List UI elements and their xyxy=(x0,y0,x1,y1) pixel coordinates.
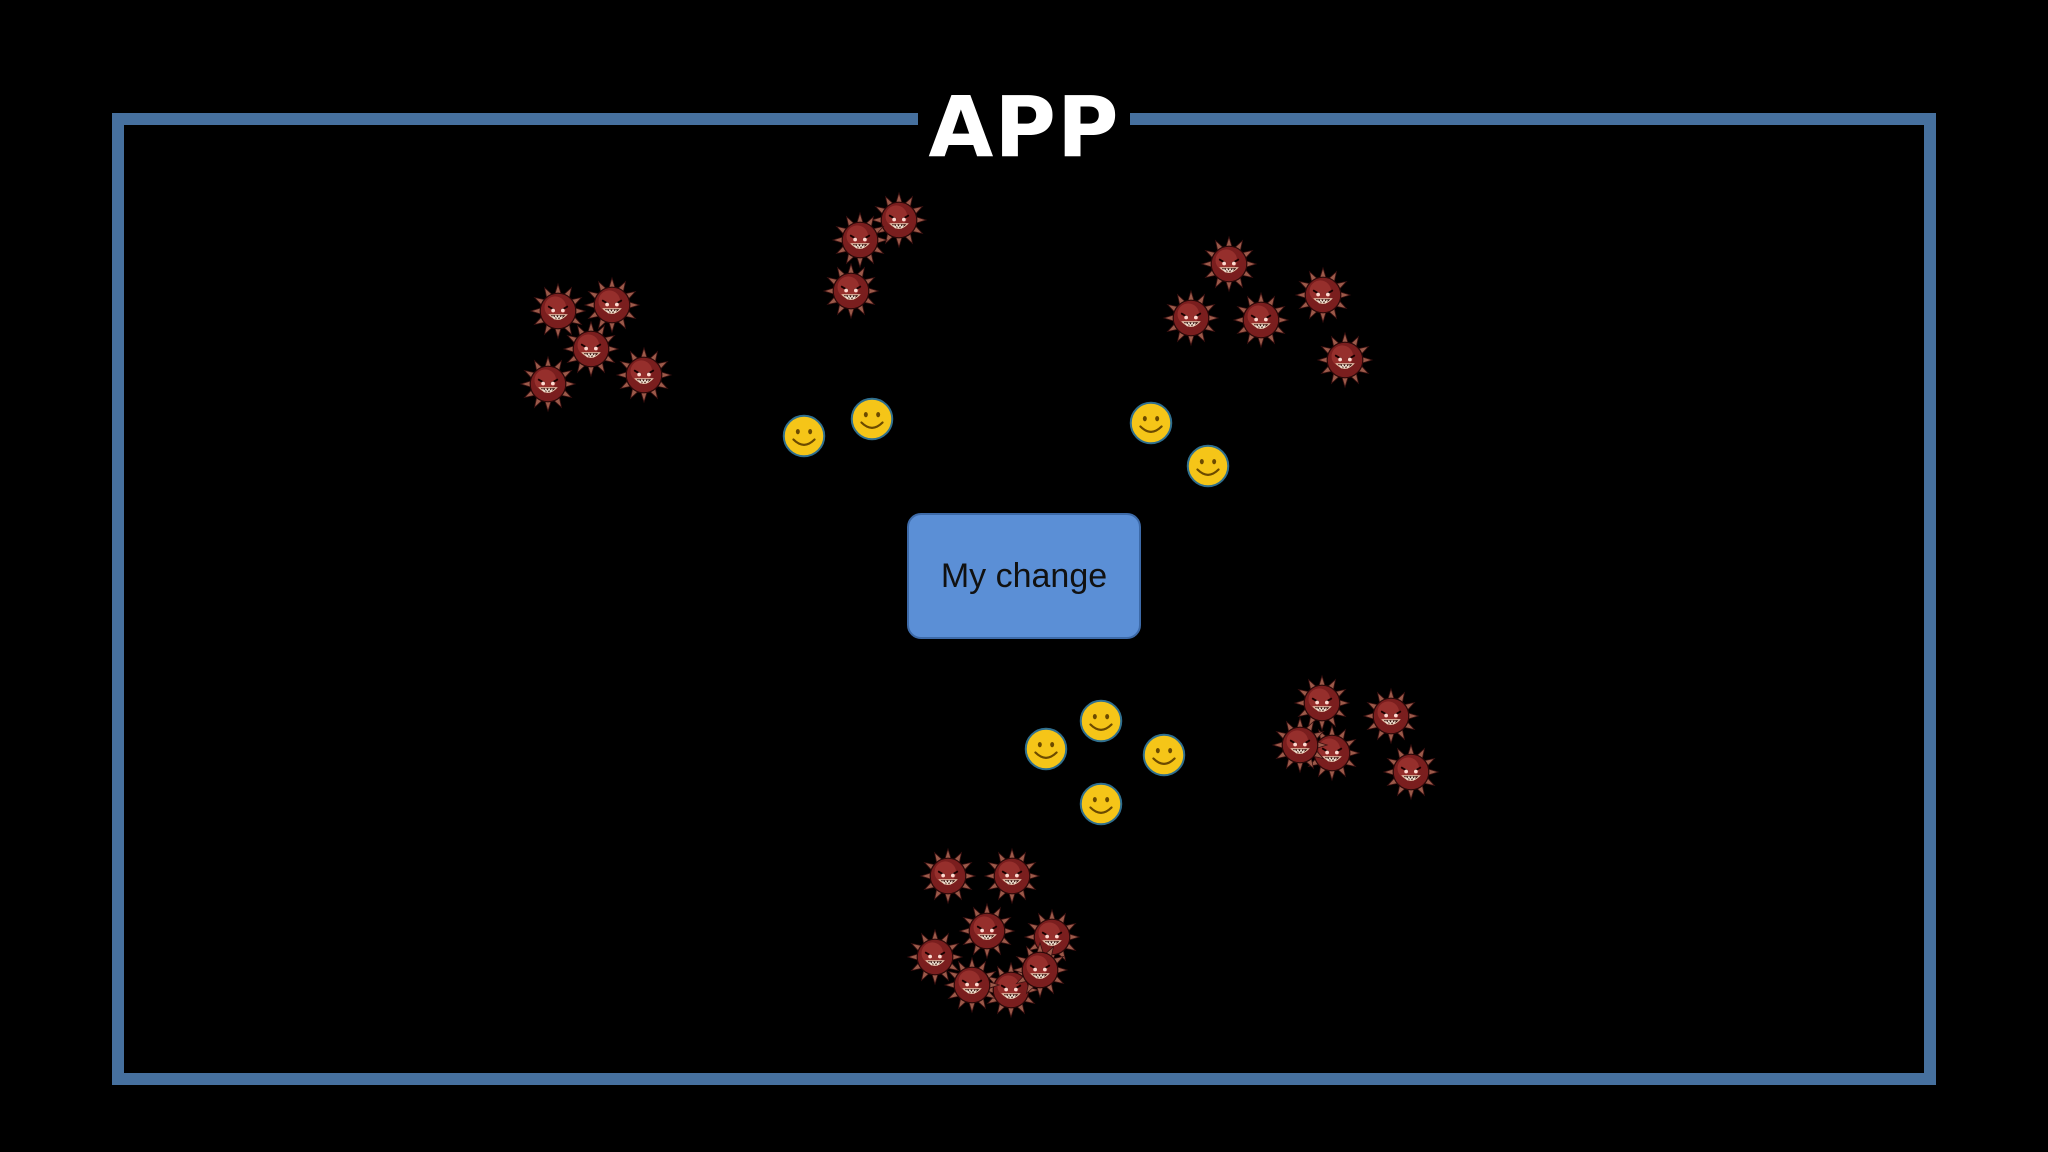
virus-monster-icon xyxy=(822,262,880,320)
virus-monster-icon xyxy=(906,928,964,986)
virus-monster-icon xyxy=(958,902,1016,960)
smiley-face-icon xyxy=(850,397,894,441)
virus-monster-icon xyxy=(1232,291,1290,349)
virus-monster-icon xyxy=(1200,235,1258,293)
virus-monster-icon xyxy=(1162,289,1220,347)
smiley-face-icon xyxy=(1129,401,1173,445)
virus-monster-icon xyxy=(943,956,1001,1014)
smiley-face-icon xyxy=(1142,733,1186,777)
change-box-label: My change xyxy=(940,556,1108,595)
smiley-face-icon xyxy=(1079,782,1123,826)
virus-monster-icon xyxy=(583,276,641,334)
virus-monster-icon xyxy=(919,847,977,905)
app-title: APP xyxy=(918,72,1130,182)
smiley-face-icon xyxy=(782,414,826,458)
virus-monster-icon xyxy=(1316,331,1374,389)
virus-monster-icon xyxy=(1011,941,1069,999)
virus-monster-icon xyxy=(1293,674,1351,732)
change-box: My change xyxy=(907,513,1141,639)
virus-monster-icon xyxy=(831,211,889,269)
virus-monster-icon xyxy=(519,355,577,413)
virus-monster-icon xyxy=(983,847,1041,905)
smiley-face-icon xyxy=(1079,699,1123,743)
virus-monster-icon xyxy=(1023,908,1081,966)
virus-monster-icon xyxy=(1362,687,1420,745)
smiley-face-icon xyxy=(1024,727,1068,771)
smiley-face-icon xyxy=(1186,444,1230,488)
virus-monster-icon xyxy=(1271,716,1329,774)
virus-monster-icon xyxy=(1294,266,1352,324)
virus-monster-icon xyxy=(529,282,587,340)
virus-monster-icon xyxy=(615,346,673,404)
virus-monster-icon xyxy=(1382,743,1440,801)
virus-monster-icon xyxy=(562,320,620,378)
